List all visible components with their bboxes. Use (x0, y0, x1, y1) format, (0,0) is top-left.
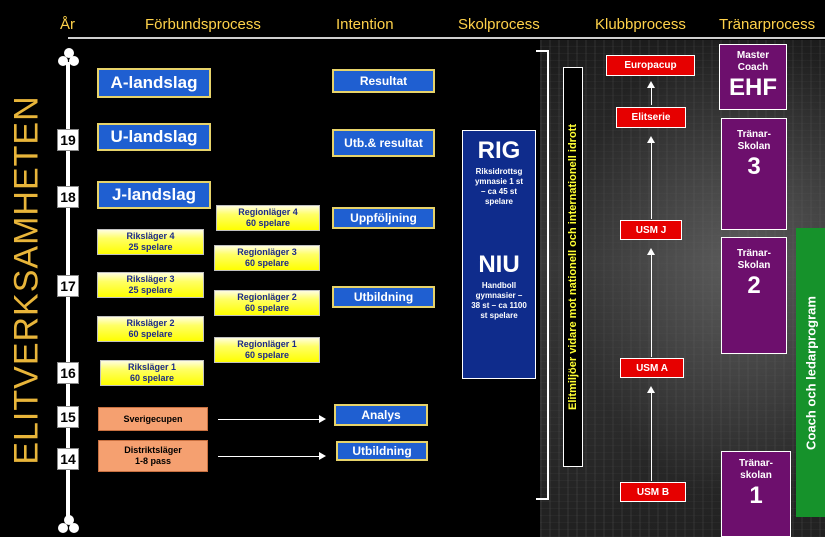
school-process-box: RIG Riksidrottsg ymnasie 1 st – ca 45 st… (462, 130, 536, 379)
klubb-usm-b: USM B (620, 482, 686, 502)
age-16: 16 (57, 362, 79, 384)
intention-analys: Analys (334, 404, 428, 426)
arrow-sverigecupen-head (319, 415, 326, 423)
arrow-usma-head (647, 248, 655, 255)
arrow-usmb-head (647, 386, 655, 393)
klubb-elitserie: Elitserie (616, 107, 686, 128)
timeline-top-cluster (58, 48, 80, 70)
timeline-bottom-cluster (58, 515, 80, 537)
age-18: 18 (57, 186, 79, 208)
age-19: 19 (57, 129, 79, 151)
header-year: År (60, 16, 75, 33)
u-landslag-box: U-landslag (97, 123, 211, 151)
tranarskolan-1-box: Tränar-skolan 1 (721, 451, 791, 537)
master-coach-ehf-box: Master Coach EHF (719, 44, 787, 110)
header-divider (68, 37, 825, 39)
niu-text: Handboll gymnasier – 38 st – ca 1100 st … (471, 281, 527, 320)
intention-uppfoljning: Uppföljning (332, 207, 435, 229)
intention-utbildning-2: Utbildning (336, 441, 428, 461)
klubb-usm-a: USM A (620, 358, 684, 378)
arrow-sverigecupen-line (218, 419, 320, 420)
header-klubbprocess: Klubbprocess (595, 16, 686, 33)
arrow-usma-line (651, 255, 652, 357)
age-17: 17 (57, 275, 79, 297)
arrow-elitserie-line (651, 88, 652, 105)
a-landslag-box: A-landslag (97, 68, 211, 98)
elitmiljoer-banner: Elitmiljöer vidare mot nationell och int… (563, 67, 583, 467)
klubb-europacup: Europacup (606, 55, 695, 76)
arrow-elitserie-head (647, 81, 655, 88)
age-14: 14 (57, 448, 79, 470)
sverigecupen-box: Sverigecupen (98, 407, 208, 431)
arrow-usmj-head (647, 136, 655, 143)
arrow-usmj-line (651, 143, 652, 219)
rig-title: RIG (477, 137, 521, 164)
side-title: ELITVERKSAMHETEN (7, 95, 46, 465)
arrow-usmb-line (651, 393, 652, 481)
j-landslag-box: J-landslag (97, 181, 211, 209)
coach-program-bar: Coach och ledarprogram (796, 228, 825, 517)
school-bracket (536, 50, 549, 500)
age-15: 15 (57, 406, 79, 428)
arrow-distrikt-head (319, 452, 326, 460)
header-intention: Intention (336, 16, 394, 33)
header-tranarprocess: Tränarprocess (719, 16, 816, 33)
intention-resultat: Resultat (332, 69, 435, 93)
header-skolprocess: Skolprocess (458, 16, 540, 33)
tranarskolan-2-box: Tränar-Skolan 2 (721, 237, 787, 354)
arrow-distrikt-line (218, 456, 320, 457)
intention-utb-resultat: Utb.& resultat (332, 129, 435, 157)
klubb-usm-j: USM J (620, 220, 682, 240)
rig-text: Riksidrottsg ymnasie 1 st – ca 45 st spe… (474, 167, 524, 206)
intention-utbildning-1: Utbildning (332, 286, 435, 308)
niu-title: NIU (478, 251, 520, 278)
header-forbundsprocess: Förbundsprocess (145, 16, 261, 33)
tranarskolan-3-box: Tränar-Skolan 3 (721, 118, 787, 230)
